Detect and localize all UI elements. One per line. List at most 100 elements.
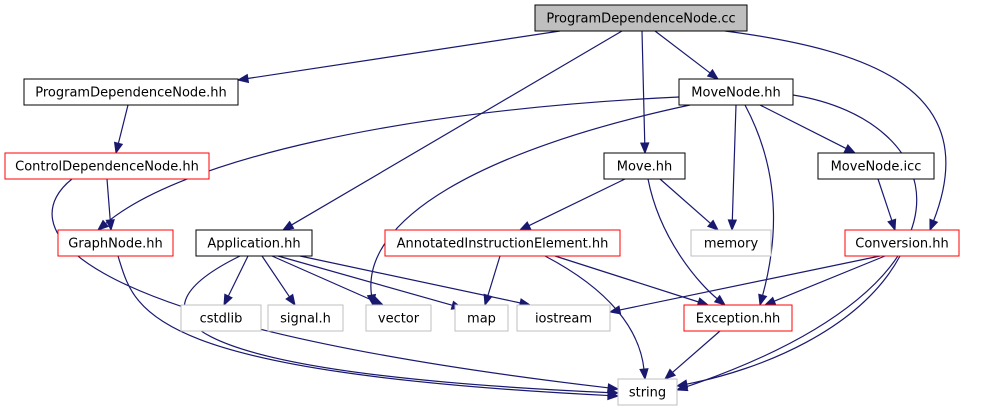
nodes-layer: ProgramDependenceNode.ccProgramDependenc… xyxy=(4,4,960,406)
node-box xyxy=(516,304,611,332)
edge-line xyxy=(877,178,893,222)
edge-arrowhead xyxy=(758,293,768,307)
node-string: string xyxy=(617,378,678,406)
node-pdn-hh[interactable]: ProgramDependenceNode.hh xyxy=(23,78,239,106)
node-aie-hh[interactable]: AnnotatedInstructionElement.hh xyxy=(384,229,621,257)
edge-arrowhead xyxy=(96,219,110,231)
edge-pdn_hh-to-cdn_hh xyxy=(113,104,129,155)
edge-move_hh-to-exception_hh xyxy=(647,178,727,306)
node-label: ProgramDependenceNode.cc xyxy=(546,12,735,27)
edge-line xyxy=(117,104,129,145)
node-box xyxy=(454,304,509,332)
node-label: Exception.hh xyxy=(696,312,781,327)
edge-line xyxy=(261,255,291,298)
node-label: cstdlib xyxy=(200,312,243,327)
edge-arrowhead xyxy=(640,142,650,155)
node-movenode-hh[interactable]: MoveNode.hh xyxy=(678,78,794,106)
edges-layer xyxy=(51,30,947,401)
edge-pdn_cc-to-application_hh xyxy=(281,30,623,231)
node-box xyxy=(195,229,313,257)
node-vector: vector xyxy=(365,304,432,332)
node-label: string xyxy=(629,386,666,401)
edge-arrowhead xyxy=(727,219,738,232)
edge-application_hh-to-cstdlib xyxy=(223,255,249,307)
edge-application_hh-to-string xyxy=(183,255,620,398)
edge-movenode_hh-to-graphnode_hh xyxy=(96,96,680,231)
edge-line xyxy=(227,255,249,298)
edge-arrowhead xyxy=(887,218,897,232)
node-label: AnnotatedInstructionElement.hh xyxy=(397,237,609,252)
edge-line xyxy=(527,178,626,227)
edge-line xyxy=(246,30,561,80)
edge-line xyxy=(647,178,719,300)
node-label: ProgramDependenceNode.hh xyxy=(35,86,227,101)
node-box xyxy=(844,229,960,257)
edge-arrowhead xyxy=(607,387,620,398)
edge-line xyxy=(104,96,680,225)
node-box xyxy=(365,304,432,332)
edge-line xyxy=(744,104,775,297)
edge-arrowhead xyxy=(706,219,720,231)
node-box xyxy=(534,4,748,32)
node-cstdlib: cstdlib xyxy=(180,304,262,332)
edge-arrowhead xyxy=(663,368,677,380)
node-iostream: iostream xyxy=(516,304,611,332)
node-application-hh[interactable]: Application.hh xyxy=(195,229,313,257)
edge-arrowhead xyxy=(929,218,939,232)
node-box xyxy=(617,378,678,406)
edge-move_hh-to-aie_hh xyxy=(518,178,626,231)
node-move-hh[interactable]: Move.hh xyxy=(603,152,686,180)
edge-line xyxy=(671,330,721,374)
edge-line xyxy=(117,255,610,397)
edge-arrowhead xyxy=(518,221,532,231)
node-movenode-icc[interactable]: MoveNode.icc xyxy=(817,152,935,180)
edge-conversion_hh-to-string xyxy=(675,255,901,389)
edge-line xyxy=(51,178,610,389)
edge-pdn_cc-to-conversion_hh xyxy=(724,30,947,232)
edge-application_hh-to-signal_h xyxy=(261,255,296,307)
node-label: MoveNode.icc xyxy=(831,160,922,175)
edge-arrowhead xyxy=(608,305,622,315)
node-box xyxy=(384,229,621,257)
edge-aie_hh-to-map xyxy=(483,255,501,307)
edge-line xyxy=(773,255,886,303)
edge-line xyxy=(106,178,111,222)
edge-line xyxy=(554,255,700,303)
edge-application_hh-to-iostream xyxy=(299,255,532,308)
edge-line xyxy=(659,178,712,225)
edge-line xyxy=(618,255,881,311)
edge-movenode_hh-to-movenode_icc xyxy=(759,104,857,154)
edge-arrowhead xyxy=(843,144,857,154)
edge-arrowhead xyxy=(285,293,296,307)
node-cdn-hh[interactable]: ControlDependenceNode.hh xyxy=(4,152,210,180)
node-label: iostream xyxy=(535,312,592,327)
edge-movenode_hh-to-memory xyxy=(727,104,738,232)
node-box xyxy=(57,229,174,257)
node-box xyxy=(683,304,793,332)
edge-pdn_cc-to-movenode_hh xyxy=(654,30,720,80)
edge-arrowhead xyxy=(113,141,124,155)
edge-move_hh-to-memory xyxy=(659,178,720,231)
edge-line xyxy=(487,255,501,297)
node-label: ControlDependenceNode.hh xyxy=(15,160,199,175)
node-exception-hh[interactable]: Exception.hh xyxy=(683,304,793,332)
node-label: Application.hh xyxy=(207,237,300,252)
node-label: signal.h xyxy=(280,312,331,327)
node-conversion-hh[interactable]: Conversion.hh xyxy=(844,229,960,257)
node-graphnode-hh[interactable]: GraphNode.hh xyxy=(57,229,174,257)
edge-arrowhead xyxy=(763,296,777,306)
edge-line xyxy=(685,255,901,385)
node-label: Conversion.hh xyxy=(855,237,949,252)
edge-movenode_icc-to-conversion_hh xyxy=(877,178,897,232)
edge-line xyxy=(271,255,376,302)
edge-conversion_hh-to-iostream xyxy=(608,255,881,315)
edge-line xyxy=(724,30,947,222)
node-pdn-cc: ProgramDependenceNode.cc xyxy=(534,4,748,32)
node-box xyxy=(690,229,772,257)
node-box xyxy=(678,78,794,106)
edge-arrowhead xyxy=(483,293,493,307)
edge-line xyxy=(277,255,454,307)
node-box xyxy=(180,304,262,332)
edge-line xyxy=(685,94,918,388)
